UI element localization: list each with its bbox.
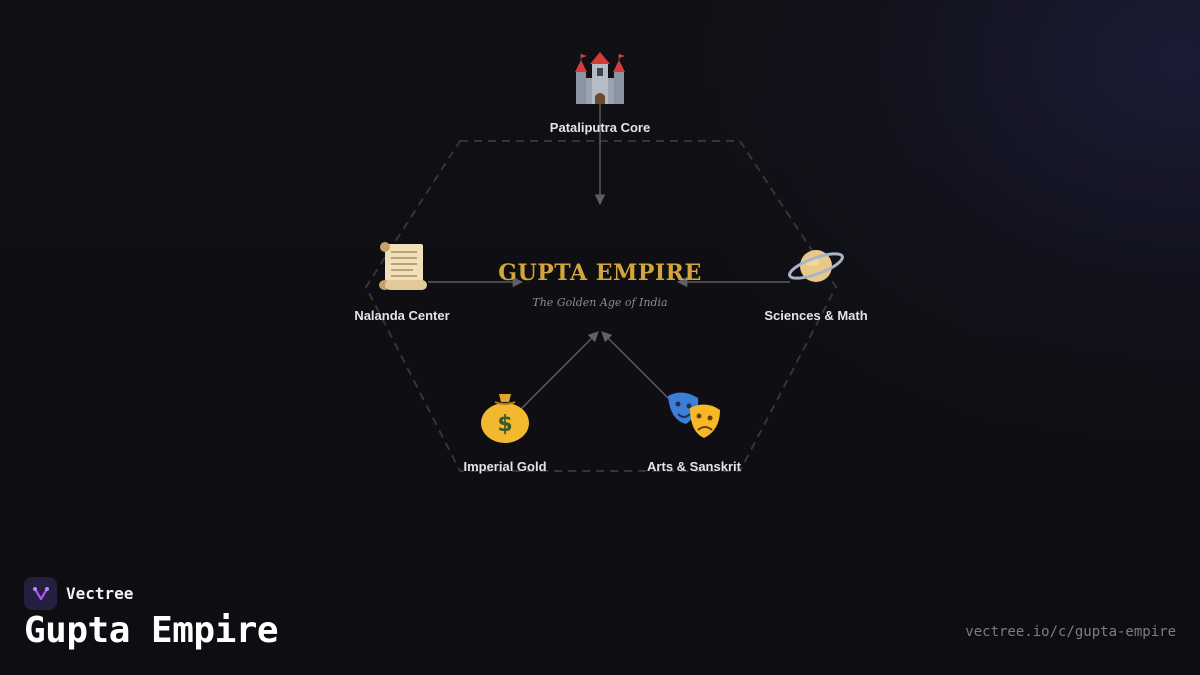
vectree-logo-icon: [24, 577, 57, 610]
edge-gold-center: [519, 331, 599, 411]
brand-name: Vectree: [66, 584, 134, 603]
node-label-nalanda: Nalanda Center: [354, 308, 450, 323]
node-label-pataliputra: Pataliputra Core: [549, 120, 651, 135]
svg-text:$: $: [497, 412, 512, 437]
node-label-gold: Imperial Gold: [463, 459, 547, 474]
hexagon-outline: [364, 140, 838, 472]
node-label-arts: Arts & Sanskrit: [647, 459, 741, 474]
node-label-sciences: Sciences & Math: [764, 308, 868, 323]
page-title: Gupta Empire: [24, 610, 279, 651]
diagram-center-subtitle: The Golden Age of India: [532, 296, 668, 309]
performing-arts-masks-icon: [668, 392, 720, 438]
scroll-icon: [379, 242, 427, 290]
diagram-center-title: GUPTA EMPIRE: [498, 260, 702, 286]
page-url-link[interactable]: vectree.io/c/gupta-empire: [965, 624, 1176, 640]
money-bag-icon: $: [481, 394, 529, 443]
castle-icon: [575, 52, 625, 104]
brand[interactable]: Vectree: [24, 577, 133, 610]
edge-arts-center: [601, 331, 681, 411]
ringed-planet-icon: [788, 250, 844, 282]
